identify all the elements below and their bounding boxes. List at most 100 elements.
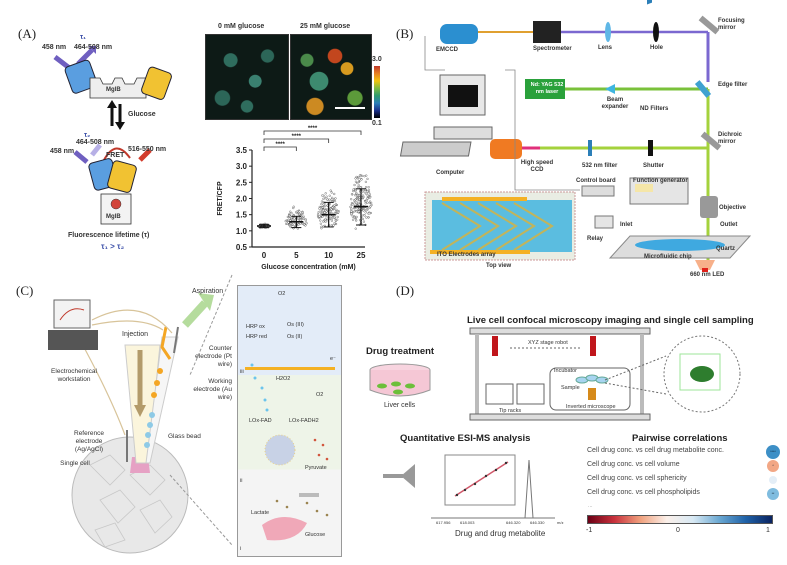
y-tick-label: 3.0 bbox=[236, 162, 248, 171]
data-point bbox=[333, 200, 337, 203]
label-objective: Objective bbox=[719, 205, 747, 211]
label-shutter: Shutter bbox=[643, 163, 664, 169]
inset-os3: Os (III) bbox=[287, 322, 304, 328]
significance-label: **** bbox=[275, 142, 285, 148]
data-point bbox=[365, 216, 368, 219]
correlation-row: Cell drug conc. vs cell phospholipids ** bbox=[587, 488, 782, 501]
data-point bbox=[367, 186, 370, 189]
correlation-dot: ** bbox=[767, 488, 779, 500]
label-fret: FRET bbox=[106, 152, 125, 159]
data-point bbox=[320, 227, 323, 230]
label-edge-filter: Edge filter bbox=[718, 82, 748, 88]
data-point bbox=[352, 190, 355, 193]
glass-bead bbox=[264, 434, 296, 466]
focusing-mirror bbox=[698, 15, 720, 35]
data-point bbox=[367, 216, 370, 219]
drug-metabolite-label: Drug and drug metabolite bbox=[455, 529, 546, 538]
label-xyz-robot: XYZ stage robot bbox=[528, 340, 568, 346]
keyboard bbox=[399, 141, 472, 157]
ms-tick-4: 646.330 bbox=[530, 520, 545, 525]
reaction-inset-graphics bbox=[245, 363, 335, 541]
y-tick-label: 3.5 bbox=[236, 146, 248, 155]
colorbar-mid-label: 0 bbox=[676, 527, 680, 534]
panel-d-label: (D) bbox=[396, 283, 415, 298]
label-function-generator: Function generator bbox=[633, 178, 688, 184]
data-point bbox=[355, 215, 358, 219]
colorbar bbox=[374, 66, 380, 118]
shutter-shape bbox=[648, 140, 653, 156]
led bbox=[702, 268, 708, 272]
data-point bbox=[330, 224, 333, 227]
data-point bbox=[364, 200, 367, 203]
correlation-label: Cell drug conc. vs cell drug metabolite … bbox=[587, 447, 724, 454]
correlation-label: Cell drug conc. vs cell phospholipids bbox=[587, 489, 700, 496]
ms-peak bbox=[523, 459, 534, 519]
data-point bbox=[324, 197, 327, 200]
label-incubator: Incubator bbox=[554, 368, 577, 374]
correlation-row: Cell drug conc. vs cell drug metabolite … bbox=[587, 445, 782, 459]
label-spectrometer: Spectrometer bbox=[533, 46, 572, 52]
y-tick-label: 2.0 bbox=[236, 195, 248, 204]
mglb-domain-top bbox=[89, 77, 147, 99]
label-em1: 464-508 nm bbox=[74, 44, 113, 51]
data-point bbox=[317, 211, 320, 214]
data-point bbox=[365, 198, 368, 202]
data-point bbox=[330, 198, 333, 201]
data-point bbox=[355, 201, 358, 204]
label-tip-racks: Tip racks bbox=[499, 408, 522, 414]
x-tick-label: 5 bbox=[294, 251, 299, 260]
inset-h2o2: H2O2 bbox=[276, 376, 291, 382]
data-point bbox=[324, 220, 327, 223]
data-point bbox=[354, 194, 357, 197]
data-point bbox=[365, 209, 368, 212]
data-point bbox=[362, 209, 365, 212]
data-point bbox=[325, 195, 328, 198]
data-point bbox=[358, 203, 361, 206]
emccd-camera bbox=[440, 24, 478, 44]
data-point bbox=[302, 215, 305, 218]
data-point bbox=[353, 216, 356, 219]
correlation-row: Cell drug conc. vs cell sphericity bbox=[587, 474, 782, 487]
emitter-tip bbox=[401, 464, 415, 488]
data-point bbox=[350, 193, 354, 196]
data-point bbox=[333, 204, 336, 207]
fret-sensor-diagram bbox=[53, 46, 172, 225]
correlation-dot bbox=[769, 476, 777, 484]
data-point bbox=[290, 216, 293, 219]
data-point bbox=[366, 190, 369, 193]
correlation-label: Cell drug conc. vs cell volume bbox=[587, 461, 680, 468]
micrograph-25mm bbox=[290, 34, 372, 120]
data-point bbox=[322, 220, 325, 223]
label-hs-ccd: High speed CCD bbox=[520, 160, 554, 173]
robot-arm-right bbox=[590, 336, 596, 356]
data-point bbox=[330, 212, 333, 215]
data-point bbox=[357, 201, 360, 204]
y-tick-label: 1.5 bbox=[236, 211, 248, 220]
label-top-view: Top view bbox=[486, 263, 512, 269]
data-point bbox=[322, 197, 325, 200]
cell-3d-model bbox=[690, 366, 714, 382]
data-point bbox=[356, 207, 359, 210]
data-point bbox=[330, 191, 333, 194]
data-point bbox=[324, 215, 327, 218]
cell-shape bbox=[262, 516, 307, 541]
data-point bbox=[358, 196, 361, 199]
label-single-cell: Single cell bbox=[60, 460, 90, 467]
label-emccd: EMCCD bbox=[436, 47, 458, 53]
label-quartz: Quartz bbox=[716, 246, 736, 252]
scale-bar bbox=[335, 107, 365, 109]
data-point bbox=[364, 211, 367, 214]
inset-os2: Os (II) bbox=[287, 334, 303, 340]
robot-arm-left bbox=[492, 336, 498, 356]
data-point bbox=[359, 186, 362, 189]
laser-box bbox=[525, 79, 565, 99]
data-point bbox=[323, 211, 326, 214]
correlation-label: Cell drug conc. vs cell sphericity bbox=[587, 475, 687, 482]
data-point bbox=[329, 189, 332, 192]
data-point bbox=[288, 223, 291, 227]
petri-dish bbox=[369, 363, 431, 397]
data-point bbox=[324, 192, 327, 195]
data-point bbox=[337, 211, 340, 214]
image-title-0mm: 0 mM glucose bbox=[218, 23, 265, 30]
data-point bbox=[293, 217, 296, 220]
